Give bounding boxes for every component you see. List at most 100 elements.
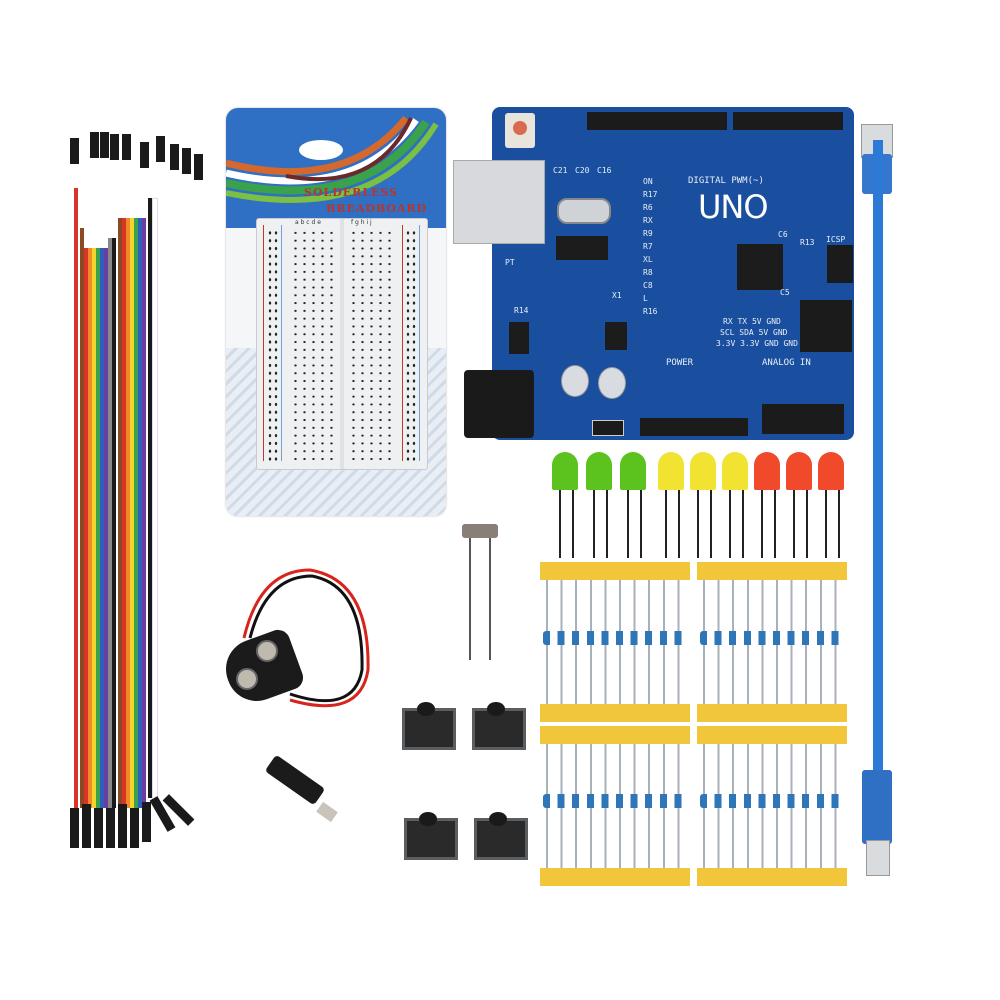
photoresistor-lead xyxy=(489,538,491,660)
center-channel xyxy=(340,219,344,469)
led-yellow xyxy=(658,452,684,490)
led-lead xyxy=(806,490,808,558)
resistor-tape xyxy=(697,726,847,744)
jumper-pin-header xyxy=(100,132,109,158)
jumper-wire xyxy=(80,228,84,808)
column-labels-left: a b c d e xyxy=(295,219,321,226)
component-label: R6 xyxy=(643,203,653,212)
led-lead xyxy=(627,490,629,558)
breadboard-title-line2: BREADBOARD xyxy=(326,202,428,215)
component-label: C20 xyxy=(575,166,590,175)
jumper-wire xyxy=(152,198,158,800)
header-row-2: SCL SDA 5V GND xyxy=(720,328,788,337)
jumper-pin-header xyxy=(182,148,191,174)
led-lead xyxy=(729,490,731,558)
component-label: R14 xyxy=(514,306,529,315)
swoosh-graphic xyxy=(226,115,439,203)
power-rail-minus-line xyxy=(419,225,420,461)
resistor-bodies xyxy=(543,794,687,808)
dc-barrel-plug xyxy=(264,754,326,806)
led-lead xyxy=(697,490,699,558)
resistor-bodies xyxy=(700,631,844,645)
led-lead xyxy=(793,490,795,558)
button-cap xyxy=(419,812,437,826)
electrolytic-capacitor xyxy=(561,365,589,397)
column-labels-right: f g h i j xyxy=(351,219,372,226)
led-green xyxy=(620,452,646,490)
usb-b-port xyxy=(453,160,545,244)
battery-clip-wires xyxy=(242,568,370,708)
led-lead xyxy=(838,490,840,558)
breadboard-package-header: SOLDERLESS BREADBOARD xyxy=(226,108,446,228)
crystal-oscillator xyxy=(557,198,611,224)
tactile-push-button xyxy=(474,818,528,860)
voltage-regulator xyxy=(509,322,529,354)
jumper-wire xyxy=(74,188,78,808)
power-rail-plus-line xyxy=(263,225,264,461)
jumper-pin-header xyxy=(118,804,127,848)
jumper-wire xyxy=(100,248,104,808)
board-model-title: UNO xyxy=(698,188,769,226)
jumper-pin-header xyxy=(194,154,203,180)
jumper-pin-header xyxy=(122,134,131,160)
component-label: C21 xyxy=(553,166,568,175)
led-lead xyxy=(665,490,667,558)
jumper-pin-header xyxy=(70,138,79,164)
resistor-tape xyxy=(540,868,690,886)
power-jumper xyxy=(592,420,624,436)
led-lead xyxy=(593,490,595,558)
atmega-microcontroller xyxy=(737,244,783,290)
component-label: R9 xyxy=(643,229,653,238)
jumper-wire xyxy=(104,248,108,808)
dc-barrel-jack xyxy=(464,370,534,438)
component-label: R16 xyxy=(643,307,658,316)
led-lead xyxy=(640,490,642,558)
led-lead xyxy=(742,490,744,558)
electrolytic-capacitor xyxy=(598,367,626,399)
resistor-tape xyxy=(697,562,847,580)
component-label: R13 xyxy=(800,238,815,247)
jumper-wire xyxy=(134,218,138,808)
jumper-pin-header xyxy=(110,134,119,160)
jumper-pin-header xyxy=(94,808,103,848)
jumper-wire xyxy=(130,218,134,808)
jumper-pin-header xyxy=(142,802,151,842)
resistor-tape xyxy=(540,726,690,744)
component-label: XL xyxy=(643,255,653,264)
led-lead xyxy=(710,490,712,558)
jumper-wire xyxy=(112,238,116,808)
button-cap xyxy=(489,812,507,826)
power-header xyxy=(640,418,748,436)
component-label: X1 xyxy=(612,291,622,300)
led-lead xyxy=(559,490,561,558)
led-yellow xyxy=(722,452,748,490)
resistor-tape xyxy=(540,562,690,580)
jumper-wire xyxy=(84,248,88,808)
resistor-bodies xyxy=(543,631,687,645)
jumper-pin-header xyxy=(70,808,79,848)
resistor-strip xyxy=(697,562,847,722)
usb-b-connector xyxy=(866,840,890,876)
header-row-1: RX TX 5V GND xyxy=(723,317,781,326)
component-label: R7 xyxy=(643,242,653,251)
led-lead xyxy=(774,490,776,558)
breadboard: a b c d e f g h i j xyxy=(256,218,428,470)
led-red xyxy=(786,452,812,490)
usb-b-boot xyxy=(862,770,892,844)
resistor-strip xyxy=(540,562,690,722)
resistor-tape xyxy=(540,704,690,722)
component-label: ON xyxy=(643,177,653,186)
power-rail-minus-line xyxy=(281,225,282,461)
jumper-wire xyxy=(138,218,142,808)
usb-serial-chip xyxy=(556,236,608,260)
jumper-pin-header xyxy=(170,144,179,170)
component-label: PT xyxy=(505,258,515,267)
analog-header xyxy=(762,404,844,434)
component-label: C16 xyxy=(597,166,612,175)
battery-snap-terminal xyxy=(256,640,278,662)
jumper-wire xyxy=(118,218,122,808)
breadboard-title-line1: SOLDERLESS xyxy=(304,186,399,199)
component-label: L xyxy=(643,294,648,303)
component-label: C5 xyxy=(780,288,790,297)
battery-snap-terminal xyxy=(236,668,258,690)
